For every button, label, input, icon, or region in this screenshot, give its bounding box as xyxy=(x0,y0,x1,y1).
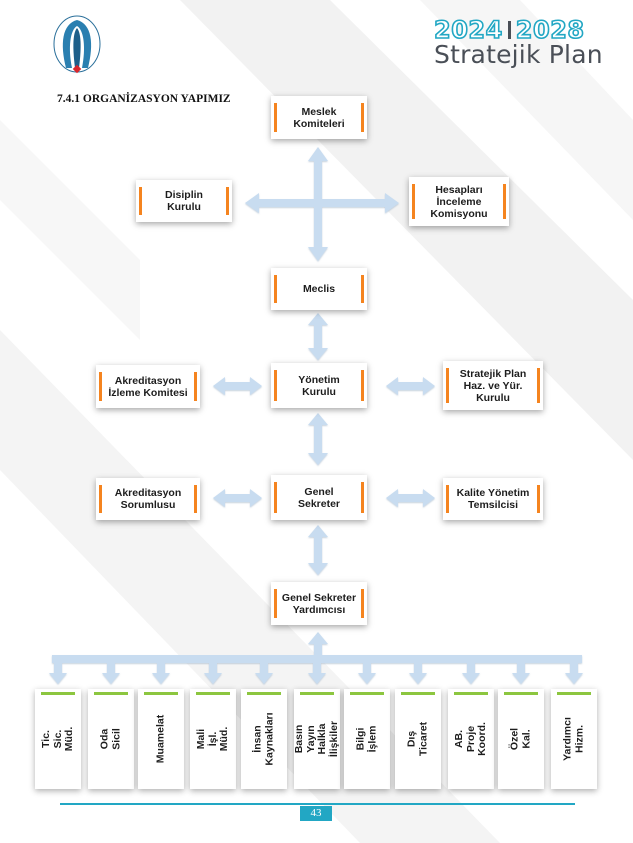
plan-year-separator xyxy=(507,21,511,39)
box-yonetim-kurulu: Yönetim Kurulu xyxy=(271,363,367,408)
department-label: Tic. Sic. Müd. xyxy=(39,726,75,752)
department-tic-sic: Tic. Sic. Müd. xyxy=(35,689,81,789)
department-label: Yardımcı Hizm. xyxy=(561,717,586,761)
plan-year-start: 2024 xyxy=(433,15,503,45)
chamber-logo xyxy=(53,15,101,74)
box-hesaplari-inceleme: Hesapları İnceleme Komisyonu xyxy=(409,177,509,226)
footer-rule xyxy=(60,803,575,805)
department-bilgi-islem: Bilgi İşlem xyxy=(344,689,390,789)
arrow-yonetim-genel xyxy=(308,413,328,465)
department-label: AB. Proje Koord. xyxy=(452,722,488,756)
section-heading: 7.4.1 ORGANİZASYON YAPIMIZ xyxy=(57,93,231,105)
page-number: 43 xyxy=(300,806,332,821)
arrow-meclis-yonetim xyxy=(308,313,328,360)
department-muamelat: Muamelat xyxy=(138,689,184,789)
box-akreditasyon-izleme: Akreditasyon İzleme Komitesi xyxy=(96,365,200,408)
department-yardimci-hizm: Yardımcı Hizm. xyxy=(551,689,597,789)
department-label: Özel Kal. xyxy=(508,727,533,751)
plan-years: 2024 2028 xyxy=(433,15,585,45)
department-label: Basın Yayın Halkla İlişkiler xyxy=(293,720,340,758)
box-genel-sekreter-yardimcisi: Genel Sekreter Yardımcısı xyxy=(271,582,367,625)
box-meslek-komiteleri: Meslek Komiteleri xyxy=(271,96,367,139)
department-label: Bilgi İşlem xyxy=(354,725,379,753)
box-genel-sekreter: Genel Sekreter xyxy=(271,475,367,520)
department-label: Dış Ticaret xyxy=(405,721,430,757)
box-kalite-yonetim: Kalite Yönetim Temsilcisi xyxy=(443,478,543,520)
plan-title: Stratejik Plan xyxy=(434,40,603,69)
department-drop-arrows xyxy=(49,663,583,684)
department-label: İnsan Kaynakları xyxy=(251,712,276,766)
box-akreditasyon-sorumlusu: Akreditasyon Sorumlusu xyxy=(96,478,200,520)
department-oda-sicil: Oda Sicil xyxy=(88,689,134,789)
department-ozel-kal: Özel Kal. xyxy=(498,689,544,789)
department-dis-ticaret: Dış Ticaret xyxy=(395,689,441,789)
arrow-yardimci-bus xyxy=(308,632,328,655)
department-label: Oda Sicil xyxy=(98,728,123,750)
cross-arrow-horizontal xyxy=(245,193,399,213)
department-insan-kaynaklari: İnsan Kaynakları xyxy=(241,689,287,789)
arrow-yonetim-right xyxy=(386,377,435,395)
arrow-yonetim-left xyxy=(213,377,262,395)
department-ab-proje: AB. Proje Koord. xyxy=(448,689,494,789)
plan-year-end: 2028 xyxy=(515,15,585,45)
department-mali-isl: Mali İşl. Müd. xyxy=(190,689,236,789)
department-basin-yayin: Basın Yayın Halkla İlişkiler xyxy=(293,689,340,789)
box-meclis: Meclis xyxy=(271,268,367,310)
box-disiplin-kurulu: Disiplin Kurulu xyxy=(136,180,232,222)
arrow-genel-yardimci xyxy=(308,525,328,575)
arrow-genel-left xyxy=(213,489,262,507)
arrow-genel-right xyxy=(386,489,435,507)
department-bus xyxy=(52,655,582,663)
department-label: Muamelat xyxy=(154,714,167,764)
department-label: Mali İşl. Müd. xyxy=(194,726,230,752)
box-stratejik-plan-kurulu: Stratejik Plan Haz. ve Yür. Kurulu xyxy=(443,361,543,410)
